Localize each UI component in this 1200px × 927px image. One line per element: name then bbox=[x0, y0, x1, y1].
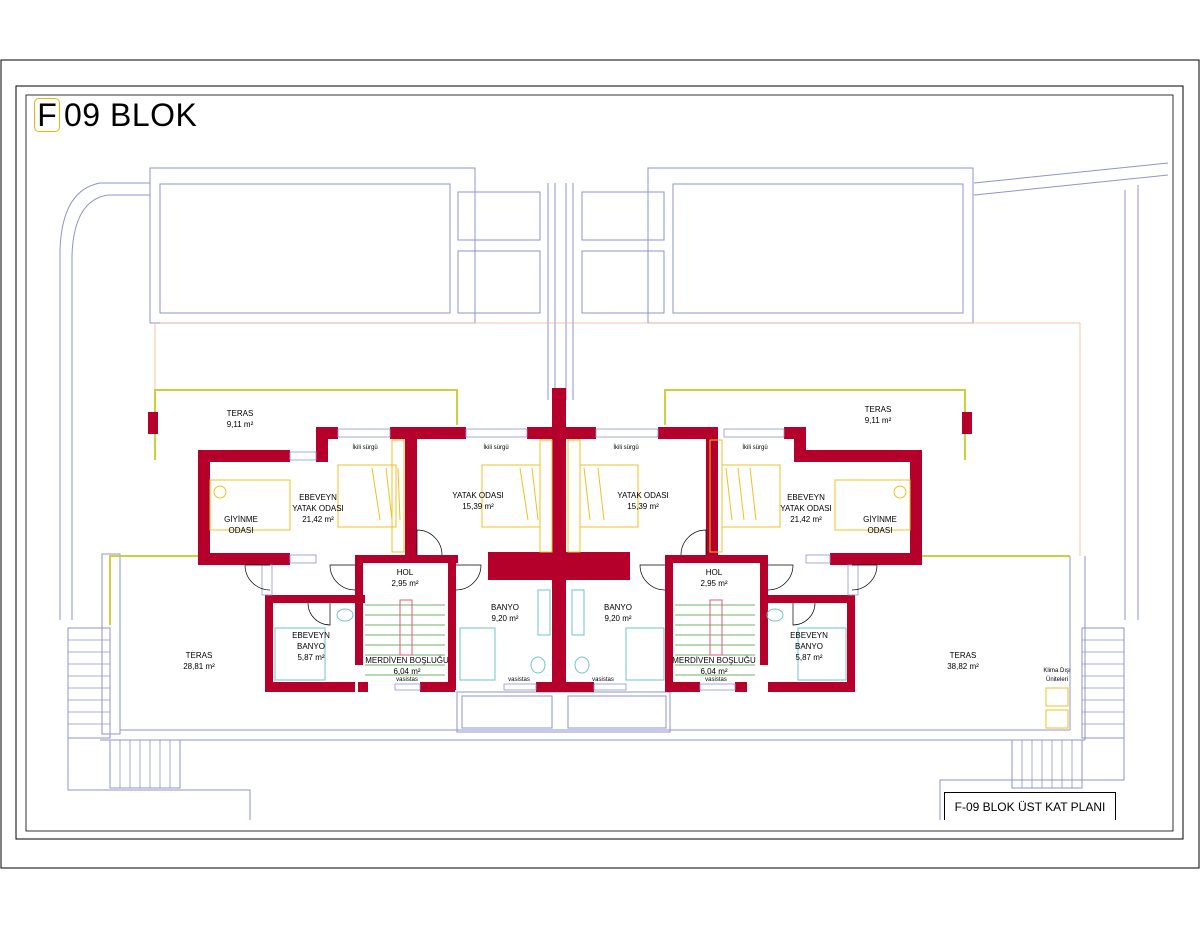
area-merdiven-left: 6,04 m² bbox=[393, 667, 420, 676]
area-ebeveyn-left: 21,42 m² bbox=[302, 515, 334, 524]
area-banyo-left: 9,20 m² bbox=[491, 614, 518, 623]
room-labels: TERAS 9,11 m² TERAS 9,11 m² EBEVEYN YATA… bbox=[183, 405, 979, 676]
area-yatak-right: 15,39 m² bbox=[627, 502, 659, 511]
area-banyo-right: 9,20 m² bbox=[604, 614, 631, 623]
note-sliding-3: İkili sürgü bbox=[613, 444, 638, 451]
note-sliding-2: İkili sürgü bbox=[483, 444, 508, 451]
label-banyo-left: BANYO bbox=[491, 603, 519, 612]
label-yatak-left: YATAK ODASI bbox=[452, 491, 504, 500]
label-hol-right: HOL bbox=[706, 568, 723, 577]
label-giyinme-right-1: GİYİNME bbox=[863, 515, 897, 524]
label-yatak-right: YATAK ODASI bbox=[617, 491, 669, 500]
label-teras-left-top: TERAS bbox=[227, 409, 254, 418]
area-teras-left-big: 28,81 m² bbox=[183, 662, 215, 671]
orange-lines bbox=[154, 322, 1081, 556]
label-ebeveyn-left-2: YATAK ODASI bbox=[292, 504, 344, 513]
windows bbox=[261, 428, 859, 691]
label-teras-right-big: TERAS bbox=[950, 651, 977, 660]
site-outline bbox=[59, 162, 1169, 820]
inner-border bbox=[15, 85, 1184, 840]
note-vasistas-1: vasistas bbox=[396, 677, 418, 683]
interior-stairs bbox=[365, 604, 755, 676]
stair-voids bbox=[399, 599, 723, 656]
note-klima-2: Üniteleri bbox=[1046, 676, 1068, 683]
note-vasistas-2: vasistas bbox=[508, 677, 530, 683]
title-text: 09 BLOK bbox=[64, 97, 198, 133]
area-yatak-left: 15,39 m² bbox=[462, 502, 494, 511]
note-vasistas-3: vasistas bbox=[592, 677, 614, 683]
note-klima-1: Klima Dışı bbox=[1043, 668, 1071, 674]
furniture bbox=[209, 439, 1069, 729]
area-hol-left: 2,95 m² bbox=[391, 579, 418, 588]
label-giyinme-left-1: GİYİNME bbox=[224, 515, 258, 524]
outer-border bbox=[0, 59, 1200, 869]
title-letter: F bbox=[34, 98, 60, 132]
label-ebeveyn-right-2: YATAK ODASI bbox=[780, 504, 832, 513]
label-ebanyo-right-2: BANYO bbox=[795, 642, 823, 651]
bathroom-fixtures bbox=[274, 589, 847, 681]
label-ebanyo-right-1: EBEVEYN bbox=[790, 631, 828, 640]
label-ebanyo-left-1: EBEVEYN bbox=[292, 631, 330, 640]
label-merdiven-left: MERDİVEN BOŞLUĞU bbox=[365, 656, 449, 665]
area-ebeveyn-right: 21,42 m² bbox=[790, 515, 822, 524]
area-ebanyo-right: 5,87 m² bbox=[795, 653, 822, 662]
exterior-stair-treads bbox=[68, 639, 1124, 788]
door-swings bbox=[244, 529, 878, 626]
area-hol-right: 2,95 m² bbox=[700, 579, 727, 588]
label-teras-left-big: TERAS bbox=[186, 651, 213, 660]
area-teras-right-top: 9,11 m² bbox=[865, 416, 892, 425]
area-ebanyo-left: 5,87 m² bbox=[297, 653, 324, 662]
area-merdiven-right: 6,04 m² bbox=[700, 667, 727, 676]
note-sliding-1: İkili sürgü bbox=[352, 444, 377, 451]
label-giyinme-right-2: ODASI bbox=[868, 526, 893, 535]
notes: İkili sürgü İkili sürgü İkili sürgü İkil… bbox=[352, 444, 1071, 683]
label-hol-left: HOL bbox=[397, 568, 414, 577]
structural-walls bbox=[148, 388, 972, 692]
area-teras-left-top: 9,11 m² bbox=[227, 420, 254, 429]
label-ebanyo-left-2: BANYO bbox=[297, 642, 325, 651]
terrace-railings bbox=[109, 389, 1070, 625]
label-ebeveyn-left-1: EBEVEYN bbox=[299, 493, 337, 502]
label-banyo-right: BANYO bbox=[604, 603, 632, 612]
plan-caption: F-09 BLOK ÜST KAT PLANI bbox=[944, 792, 1116, 820]
area-teras-right-big: 38,82 m² bbox=[947, 662, 979, 671]
label-giyinme-left-2: ODASI bbox=[229, 526, 254, 535]
drawing-frame bbox=[25, 94, 1174, 832]
label-ebeveyn-right-1: EBEVEYN bbox=[787, 493, 825, 502]
label-merdiven-right: MERDİVEN BOŞLUĞU bbox=[672, 656, 756, 665]
note-vasistas-4: vasistas bbox=[705, 677, 727, 683]
label-teras-right-top: TERAS bbox=[865, 405, 892, 414]
note-sliding-4: İkili sürgü bbox=[742, 444, 767, 451]
